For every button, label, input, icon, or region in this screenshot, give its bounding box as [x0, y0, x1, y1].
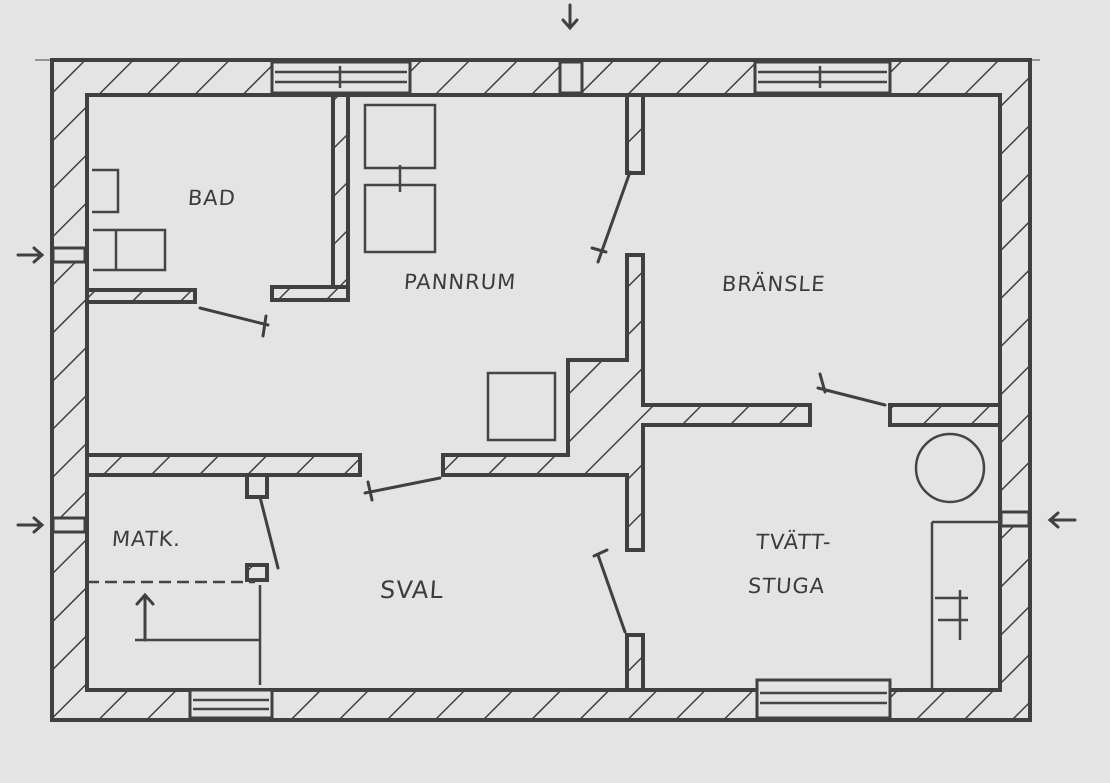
room-label-bad: BAD — [187, 186, 237, 210]
inner-walls — [85, 93, 1002, 692]
boiler-tank — [914, 432, 986, 504]
windows — [51, 60, 1031, 720]
room-label-tvatt-1: TVÄTT- — [755, 530, 833, 554]
room-label-pannrum: PANNRUM — [403, 270, 518, 294]
room-label-tvatt-2: STUGA — [747, 574, 827, 598]
entry-arrows — [16, 3, 1077, 642]
room-label-matk: MATK. — [111, 527, 182, 551]
fixtures — [87, 103, 1000, 688]
outer-wall — [50, 58, 1032, 722]
doors — [198, 170, 887, 634]
room-label-bransle: BRÄNSLE — [721, 272, 827, 296]
room-label-sval: SVAL — [379, 576, 445, 604]
